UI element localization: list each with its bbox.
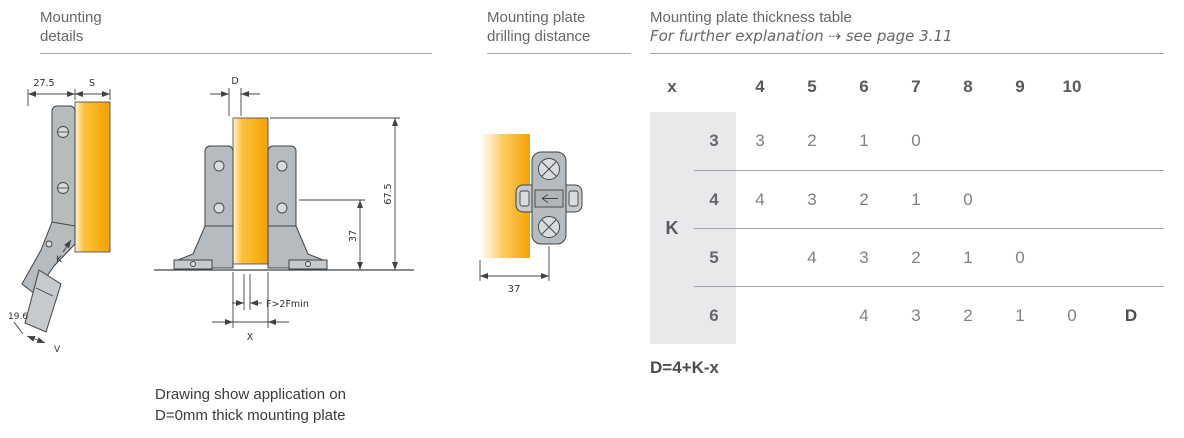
dim-label-d: D xyxy=(231,76,238,87)
dim-label-67-5: 67.5 xyxy=(383,183,394,204)
header-line: details xyxy=(40,28,84,45)
dimension-x xyxy=(212,272,289,328)
cell: 3 xyxy=(755,131,765,150)
dim-label-27-5: 27.5 xyxy=(33,78,54,89)
row-label: 5 xyxy=(709,247,719,267)
table-title: Mounting plate thickness table xyxy=(650,9,852,26)
cell: 2 xyxy=(859,189,869,209)
door-panel xyxy=(232,117,269,265)
cell: 3 xyxy=(859,247,869,267)
mounting-plate xyxy=(515,151,583,245)
cell: 4 xyxy=(807,247,817,267)
col-header: 7 xyxy=(911,77,921,96)
dim-label-s: S xyxy=(89,78,95,89)
further-explanation-note: For further explanation ⇢ see page 3.11 xyxy=(650,27,953,45)
application-cross-section-drawing: D 67.5 37 F>2Fmin X xyxy=(154,76,414,343)
cell: 2 xyxy=(963,305,973,325)
col-header: 9 xyxy=(1015,77,1025,96)
header-line: Mounting xyxy=(40,9,102,26)
col-header: 10 xyxy=(1062,77,1082,96)
hinge-right xyxy=(267,145,328,270)
table-row: 4 4 3 2 1 0 xyxy=(694,170,1164,228)
col-header: 8 xyxy=(963,77,973,96)
dim-label-37: 37 xyxy=(508,284,521,295)
cell: 1 xyxy=(859,131,869,150)
cell: 0 xyxy=(911,131,921,150)
col-header: 5 xyxy=(807,77,817,96)
cell: 3 xyxy=(807,189,817,209)
cell: 0 xyxy=(1015,247,1025,267)
left-arrow-icon xyxy=(541,194,558,203)
cell: 1 xyxy=(911,189,921,209)
hinge-left xyxy=(173,145,234,270)
row-label: 6 xyxy=(709,305,719,325)
hinge-body xyxy=(21,105,76,333)
table-row: 3 3 2 1 0 xyxy=(694,112,1164,170)
row-label: 3 xyxy=(709,131,719,150)
row-label: 4 xyxy=(709,189,719,209)
cell: 3 xyxy=(911,305,921,325)
dim-label-k: K xyxy=(56,255,63,265)
dim-label-x: X xyxy=(247,332,254,343)
cell: 0 xyxy=(963,189,973,209)
cell: 2 xyxy=(807,131,817,150)
dim-label-f: F>2Fmin xyxy=(266,299,309,310)
drawing-caption: Drawing show application on D=0mm thick … xyxy=(155,386,346,424)
cell: 2 xyxy=(911,247,921,267)
cell: 4 xyxy=(755,189,765,209)
cell: 0 xyxy=(1067,305,1077,325)
dim-label-37: 37 xyxy=(348,230,359,242)
table-row: 6 4 3 2 1 0 D xyxy=(694,286,1164,344)
cell: 1 xyxy=(1015,305,1025,325)
dimension-67-5 xyxy=(270,117,400,270)
col-header: 6 xyxy=(859,77,869,96)
header-line: drilling distance xyxy=(487,28,591,45)
cell-d: D xyxy=(1124,305,1138,325)
dimension-lines-top xyxy=(27,89,111,106)
dim-label-v: V xyxy=(54,345,61,355)
dimension-f-gap xyxy=(232,274,262,310)
dim-label-19-6: 19.6 xyxy=(8,312,28,322)
table-body: K 3 3 2 1 0 4 4 3 2 1 0 xyxy=(650,112,1164,344)
dimension-d xyxy=(210,88,260,116)
table-row: 5 4 3 2 1 0 xyxy=(694,228,1164,286)
k-axis-label: K xyxy=(665,217,679,238)
dimension-37 xyxy=(479,246,550,281)
table-header-row: x 4 5 6 7 8 9 10 xyxy=(650,62,1164,112)
col-header: 4 xyxy=(755,77,765,96)
dashed-arrow-icon: ⇢ xyxy=(828,27,842,45)
thickness-formula: D=4+K-x xyxy=(650,358,719,377)
cell: 1 xyxy=(963,247,973,267)
section-header-thickness-table: Mounting plate thickness table For furth… xyxy=(650,8,1164,54)
header-line: Mounting plate xyxy=(487,9,586,26)
door-panel xyxy=(74,101,111,253)
col-header-x: x xyxy=(667,77,677,96)
section-header-mounting-details: Mounting details xyxy=(40,8,432,54)
mounting-plate-drawing: 37 xyxy=(479,134,583,295)
cell: 4 xyxy=(859,305,869,325)
mounting-details-drawing: 27.5 S K 19.6 V xyxy=(8,78,111,355)
thickness-table: x 4 5 6 7 8 9 10 K 3 3 2 1 0 xyxy=(650,62,1164,378)
section-header-drilling-distance: Mounting plate drilling distance xyxy=(487,8,631,54)
dimension-37 xyxy=(299,199,365,270)
